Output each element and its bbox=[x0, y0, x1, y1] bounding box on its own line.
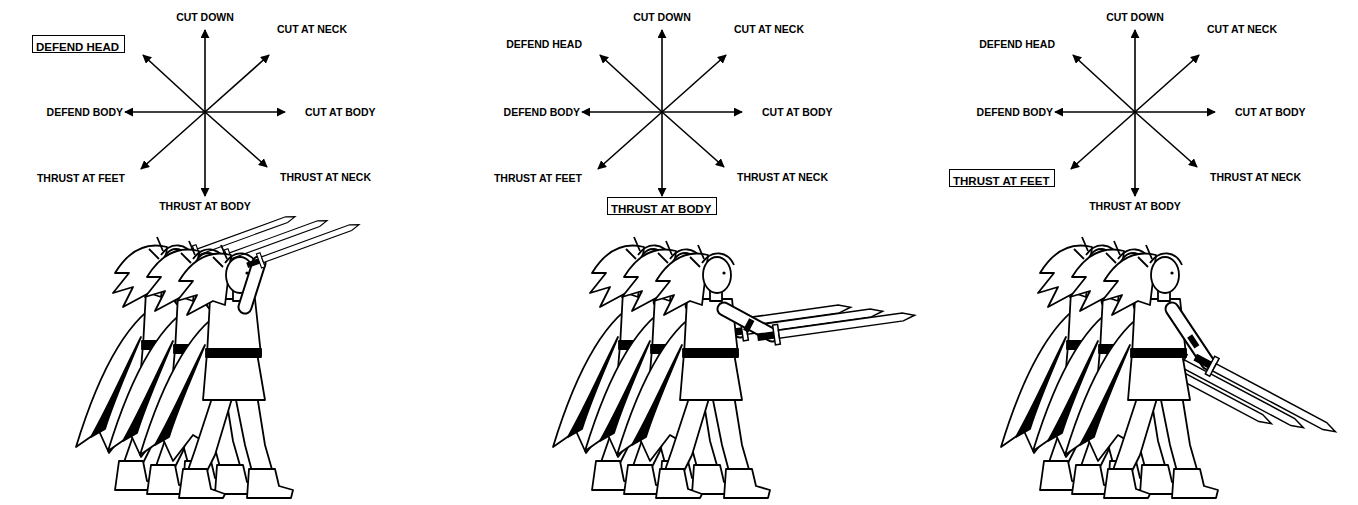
direction-label: DEFEND BODY bbox=[504, 106, 580, 118]
warrior-figure bbox=[76, 210, 362, 498]
direction-label: THRUST AT NECK bbox=[280, 171, 371, 183]
direction-label: CUT DOWN bbox=[633, 11, 691, 23]
direction-label: CUT AT BODY bbox=[305, 106, 376, 118]
selected-move-label: THRUST AT FEET bbox=[953, 175, 1049, 188]
direction-label: CUT AT BODY bbox=[762, 106, 833, 118]
selected-move-box: THRUST AT BODY bbox=[607, 197, 717, 215]
direction-label: CUT AT NECK bbox=[734, 23, 804, 35]
direction-label: DEFEND HEAD bbox=[506, 38, 582, 50]
direction-label: THRUST AT BODY bbox=[1089, 200, 1181, 212]
direction-label: DEFEND BODY bbox=[47, 106, 123, 118]
direction-label: DEFEND HEAD bbox=[979, 38, 1055, 50]
direction-label: CUT DOWN bbox=[176, 11, 234, 23]
selected-move-label: THRUST AT BODY bbox=[611, 203, 711, 216]
direction-label: CUT DOWN bbox=[1106, 11, 1164, 23]
selected-move-box: DEFEND HEAD bbox=[32, 35, 125, 53]
selected-move-box: THRUST AT FEET bbox=[949, 169, 1055, 187]
direction-label: CUT AT NECK bbox=[277, 23, 347, 35]
direction-label: THRUST AT NECK bbox=[737, 171, 828, 183]
direction-label: CUT AT BODY bbox=[1235, 106, 1306, 118]
direction-label: THRUST AT NECK bbox=[1210, 171, 1301, 183]
direction-label: THRUST AT BODY bbox=[159, 200, 251, 212]
warrior-figure bbox=[553, 237, 916, 498]
direction-label: THRUST AT FEET bbox=[37, 172, 125, 184]
direction-label: DEFEND BODY bbox=[977, 106, 1053, 118]
selected-move-label: DEFEND HEAD bbox=[36, 41, 119, 54]
direction-label: CUT AT NECK bbox=[1207, 23, 1277, 35]
direction-label: THRUST AT FEET bbox=[494, 172, 582, 184]
direction-compass bbox=[125, 30, 1215, 196]
warrior-figure bbox=[1001, 237, 1340, 498]
